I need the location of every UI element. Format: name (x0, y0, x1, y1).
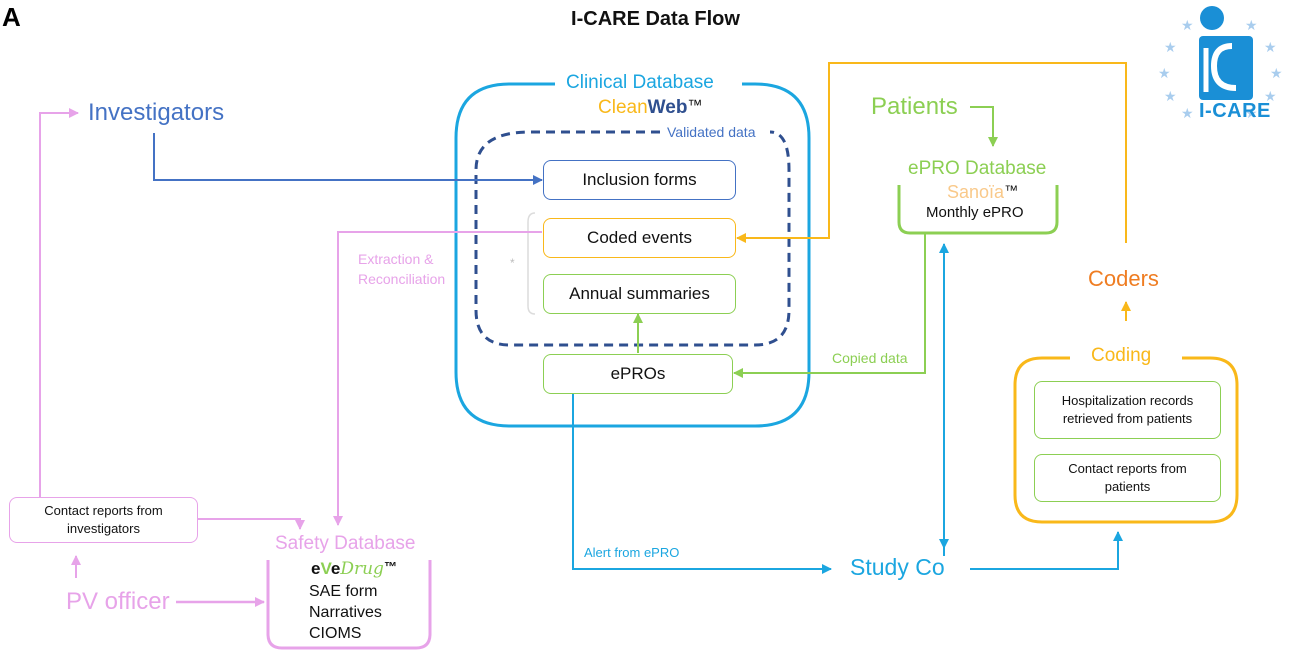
evedrug-v: V (320, 559, 331, 578)
cioms-label: CIOMS (309, 625, 362, 642)
svg-text:★: ★ (1245, 18, 1258, 34)
svg-text:★: ★ (1245, 106, 1258, 122)
validated-data-label: Validated data (667, 124, 756, 140)
alert-from-epro-label: Alert from ePRO (584, 545, 680, 560)
svg-text:★: ★ (1164, 40, 1177, 56)
svg-text:★: ★ (1270, 66, 1283, 82)
sanoia-brand-name: Sanoïa (947, 182, 1005, 202)
arrow-alert-from-epro (572, 393, 832, 574)
safety-database-bucket (266, 560, 432, 650)
asterisk-note: * (510, 256, 515, 270)
coded-events-box: Coded events (543, 218, 736, 258)
narratives-label: Narratives (309, 604, 382, 621)
cleanweb-brand-part2: Web (647, 97, 688, 118)
patients-label: Patients (871, 93, 958, 120)
epros-box: ePROs (543, 354, 733, 394)
contact-reports-investigators-box: Contact reports from investigators (9, 497, 198, 543)
contact-reports-patients-box: Contact reports from patients (1034, 454, 1221, 502)
diagram-title: I-CARE Data Flow (571, 8, 740, 30)
cleanweb-brand-tm: ™ (687, 97, 703, 114)
safety-database-label: Safety Database (275, 533, 416, 554)
coded-bracket (527, 212, 536, 315)
coding-label: Coding (1091, 345, 1152, 366)
coders-label: Coders (1088, 266, 1159, 291)
epro-database-label: ePRO Database (908, 158, 1047, 179)
cleanweb-brand-part1: Clean (598, 97, 648, 118)
arrow-extraction-reconciliation (333, 231, 542, 526)
evedrug-brand: eVeDrug™ (311, 559, 397, 579)
evedrug-e1: e (311, 559, 321, 578)
extraction-reconciliation-label: Extraction & Reconciliation (358, 251, 446, 287)
sanoia-brand-tm: ™ (1004, 182, 1019, 198)
sanoia-brand: Sanoïa™ (947, 182, 1018, 203)
arrow-contact-to-safety (198, 518, 305, 530)
coding-container (1013, 356, 1239, 524)
svg-text:★: ★ (1158, 66, 1171, 82)
evedrug-e2: e (330, 559, 341, 578)
hospitalization-records-box: Hospitalization records retrieved from p… (1034, 381, 1221, 439)
investigators-label: Investigators (88, 99, 225, 126)
sae-form-label: SAE form (309, 583, 378, 600)
svg-text:★: ★ (1164, 89, 1177, 105)
arrow-investigators-to-inclusion (153, 133, 543, 185)
arrow-copied-data (733, 233, 926, 378)
i-care-logo: ★★ ★★ ★★ ★★ ★★ (1158, 6, 1283, 122)
clinical-database-container (454, 82, 811, 428)
copied-data-label: Copied data (832, 350, 908, 366)
svg-text:★: ★ (1264, 89, 1277, 105)
pv-officer-label: PV officer (66, 588, 170, 615)
arrow-patients-to-epro (970, 106, 998, 147)
clinical-database-label: Clinical Database (566, 72, 714, 93)
evedrug-drug: Drug (340, 559, 384, 579)
arrow-coders-to-coded-events (736, 62, 1127, 243)
svg-text:★: ★ (1181, 18, 1194, 34)
cleanweb-brand: CleanWeb™ (598, 97, 702, 119)
panel-letter: A (2, 2, 21, 32)
monthly-epro-label: Monthly ePRO (926, 204, 1024, 221)
arrow-contact-to-investigators (39, 108, 79, 497)
study-co-label: Study Co (850, 554, 945, 580)
arrow-studyco-to-coding (970, 531, 1123, 570)
annual-summaries-box: Annual summaries (543, 274, 736, 314)
svg-text:★: ★ (1181, 106, 1194, 122)
epro-database-bucket (897, 185, 1059, 235)
evedrug-tm: ™ (383, 559, 397, 574)
inclusion-forms-box: Inclusion forms (543, 160, 736, 200)
svg-text:★: ★ (1264, 40, 1277, 56)
logo-text: I-CARE (1199, 100, 1271, 122)
